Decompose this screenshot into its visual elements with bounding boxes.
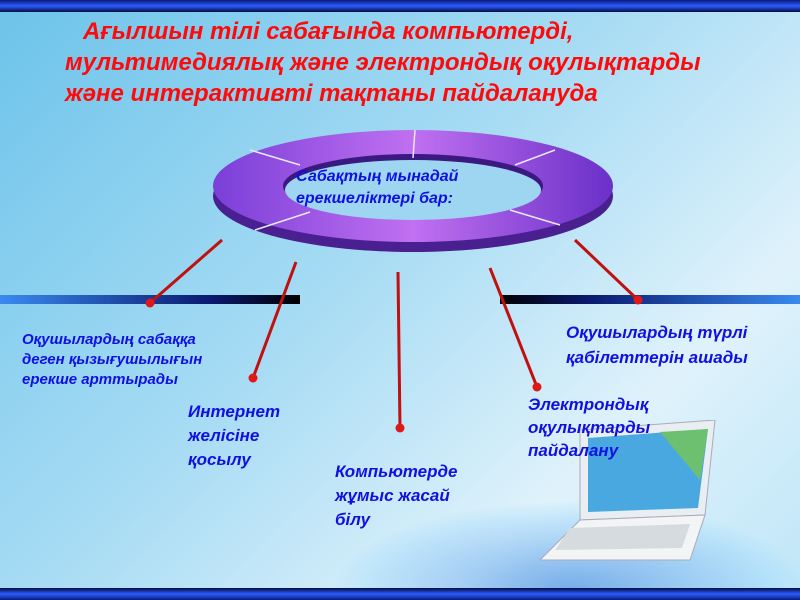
item-e-textbooks: Электрондық оқулықтарды пайдалану [528,393,650,462]
item-line: желісіне [188,426,260,445]
center-line-1: Сабақтың мынадай [296,168,459,185]
dot-3 [395,423,405,433]
connector-3 [396,271,402,429]
item-interest: Оқушылардың сабаққа деген қызығушылығын … [22,330,202,390]
item-line: ерекше арттырады [22,371,178,388]
dot-2 [248,373,258,383]
connector-2 [251,261,298,379]
laptop-image [540,420,716,561]
item-internet: Интернет желісіне қосылу [188,400,280,472]
item-line: қабілеттерін ашады [566,348,748,367]
connector-1 [149,238,223,305]
connector-dots [145,295,643,433]
item-line: Электрондық [528,395,649,414]
title-line-1: Ағылшын тілі сабағында компьютерді, [83,18,574,45]
connector-4 [488,267,539,388]
item-line: жұмыс жасай [335,486,450,505]
title-line-2: мультимедиялық және электрондық оқулықта… [65,49,701,76]
top-bar [0,0,800,12]
item-line: Оқушылардың сабаққа [22,331,196,348]
title-line-3: және интерактивті тақтаны пайдалануда [65,80,598,107]
bottom-bar [0,588,800,600]
connector-5 [573,238,640,302]
item-line: білу [335,510,371,529]
center-line-2: ерекшеліктері бар: [296,190,453,207]
right-divider [500,295,800,304]
item-line: оқулықтарды [528,418,651,437]
dot-1 [145,298,155,308]
item-line: деген қызығушылығын [22,351,203,368]
item-computer: Компьютерде жұмыс жасай білу [335,460,457,532]
item-line: пайдалану [528,441,619,460]
ring-hole [285,160,541,220]
item-line: Компьютерде [335,462,458,481]
connectors [149,238,640,429]
dot-5 [633,295,643,305]
item-line: қосылу [188,450,251,469]
item-abilities: Оқушылардың түрлі қабілеттерін ашады [566,320,748,370]
slide-title: Ағылшын тілі сабағында компьютерді, муль… [65,16,701,109]
item-line: Интернет [188,402,281,421]
center-label: Сабақтың мынадай ерекшеліктері бар: [296,166,458,210]
dot-4 [532,382,542,392]
item-line: Оқушылардың түрлі [566,323,748,342]
ring-segment-lines [249,129,561,231]
